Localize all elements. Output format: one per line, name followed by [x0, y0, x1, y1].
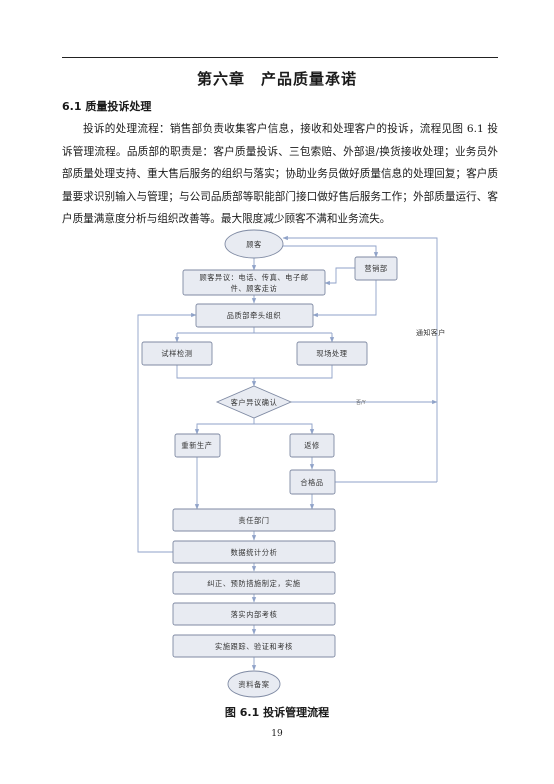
- figure-caption: 图 6.1 投诉管理流程: [224, 706, 330, 719]
- node-objection: 顾客异议：电话、传真、电子邮 件、顾客走访: [182, 269, 326, 296]
- node-qualified: 合格品: [289, 469, 336, 495]
- node-customer: 顾客: [224, 229, 284, 259]
- node-qualified-label: 合格品: [300, 478, 323, 487]
- edge-customer-sales: [283, 245, 379, 258]
- node-tracking: 实施跟踪、验证和考核: [172, 634, 336, 658]
- node-corrective-label: 纠正、预防措施制定，实施: [207, 579, 300, 588]
- node-sales-label: 营销部: [364, 264, 387, 273]
- section-title: 6.1 质量投诉处理: [62, 100, 152, 113]
- node-sample-test: 试样检测: [141, 341, 213, 366]
- node-rework: 返修: [289, 433, 335, 458]
- node-objection-line1: 顾客异议：电话、传真、电子邮: [199, 273, 308, 282]
- node-review-label: 落实内部考核: [231, 610, 278, 619]
- chapter-title: 第六章 产品质量承诺: [196, 70, 357, 88]
- node-confirm: 客户异议确认: [215, 385, 293, 419]
- node-onsite: 现场处理: [296, 341, 368, 366]
- node-rework-label: 返修: [304, 441, 320, 450]
- node-corrective: 纠正、预防措施制定，实施: [172, 571, 336, 595]
- edge-quality-tests: [176, 327, 333, 341]
- node-responsible-label: 责任部门: [238, 516, 269, 525]
- node-onsite-label: 现场处理: [316, 349, 347, 358]
- edge-notify-customer: [282, 235, 438, 482]
- node-quality-lead: 品质部牵头组织: [195, 303, 314, 328]
- node-customer-label: 顾客: [246, 240, 262, 249]
- node-statistics-label: 数据统计分析: [231, 548, 278, 557]
- node-reproduce: 重新生产: [174, 433, 221, 458]
- edge-sales-objection: [324, 267, 355, 286]
- node-internal-review: 落实内部考核: [172, 602, 336, 626]
- flowchart-edges: [137, 235, 438, 671]
- confirm-no-label: 否/Y: [356, 400, 367, 406]
- node-sample-label: 试样检测: [161, 349, 192, 358]
- node-confirm-label: 客户异议确认: [231, 398, 278, 407]
- body-paragraph: 投诉的处理流程：销售部负责收集客户信息，接收和处理客户的投诉，流程见图 6.1 …: [62, 123, 498, 225]
- node-sales-dept: 营销部: [354, 256, 398, 281]
- page-number: 19: [271, 729, 283, 739]
- header-rule: [62, 57, 498, 58]
- node-tracking-label: 实施跟踪、验证和考核: [215, 642, 293, 651]
- node-archive: 资料备案: [227, 670, 281, 698]
- node-quality-label: 品质部牵头组织: [227, 311, 282, 320]
- node-archive-label: 资料备案: [238, 680, 269, 689]
- notify-customer-label: 通知客户: [416, 328, 446, 337]
- node-statistics: 数据统计分析: [172, 540, 336, 564]
- edge-statistics-quality: [137, 312, 197, 553]
- node-reproduce-label: 重新生产: [181, 441, 212, 450]
- node-responsible: 责任部门: [172, 508, 336, 532]
- edge-confirm-branches: [196, 418, 313, 433]
- node-objection-line2: 件、顾客走访: [231, 284, 278, 293]
- edge-sales-quality: [312, 280, 377, 318]
- edge-tests-confirm: [176, 365, 333, 386]
